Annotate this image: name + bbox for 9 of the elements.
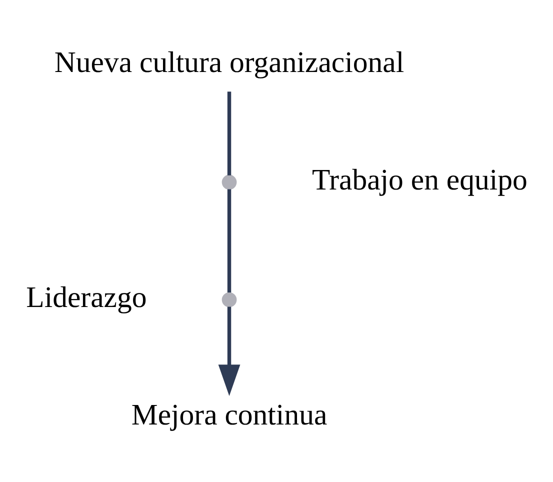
node-circle [222,174,237,190]
connector [227,92,232,176]
arrow [218,306,240,396]
node-circle [222,292,237,308]
node-text: Nueva cultura organizacional [54,46,404,80]
node-text: Mejora continua [131,398,328,432]
label: Liderazgo [26,281,147,314]
connector [227,189,232,293]
label: Trabajo en equipo [312,164,528,197]
